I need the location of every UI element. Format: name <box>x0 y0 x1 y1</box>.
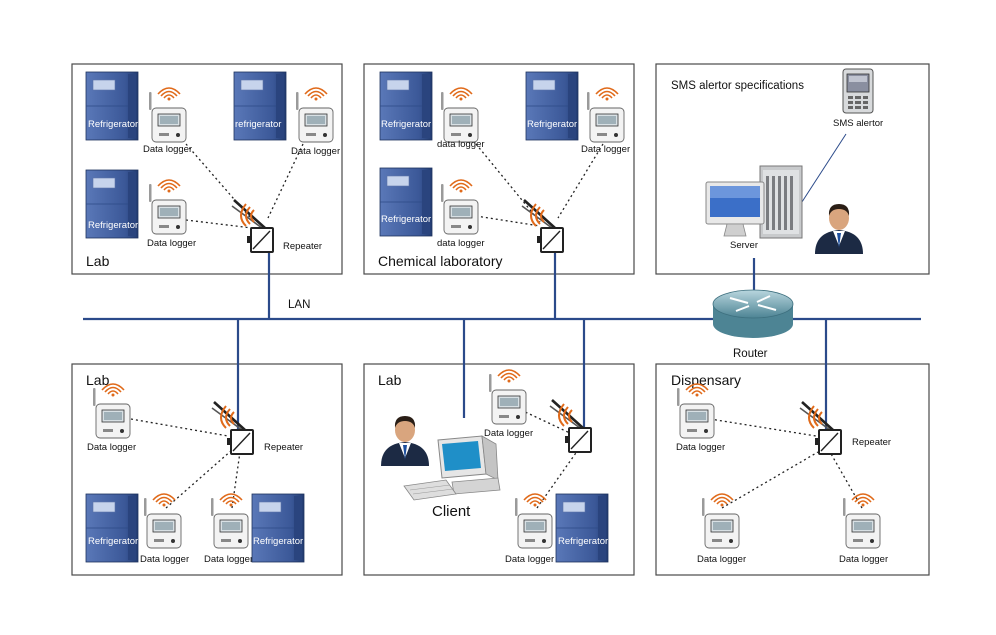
refrigerator-label: Refrigerator <box>253 536 303 547</box>
panel-title: Lab <box>86 372 110 388</box>
person-icon <box>381 416 429 466</box>
data-logger-icon <box>440 87 479 143</box>
data-logger-icon <box>295 87 334 143</box>
client-label: Client <box>432 503 471 520</box>
router-label: Router <box>733 348 768 360</box>
panel-title: Chemical laboratory <box>378 253 503 269</box>
refrigerator-icon <box>555 493 609 563</box>
panel-lab-bottom-left: Lab Repeater Data logger Refrigerator Da… <box>85 372 305 565</box>
repeater-icon <box>210 400 255 456</box>
server-label: Server <box>730 240 758 251</box>
refrigerator-label: Refrigerator <box>381 119 431 130</box>
repeater-icon <box>520 198 565 254</box>
refrigerator-label: Refrigerator <box>88 220 138 231</box>
data-logger-label: Data logger <box>87 442 136 453</box>
refrigerator-label: Refrigerator <box>88 119 138 130</box>
router-icon <box>712 289 794 338</box>
data-logger-icon <box>440 179 479 235</box>
data-logger-label: data logger <box>437 139 485 150</box>
panel-title: Lab <box>378 372 402 388</box>
data-logger-icon <box>92 383 131 439</box>
data-logger-label: Data logger <box>505 554 554 565</box>
refrigerator-label: refrigerator <box>235 119 281 130</box>
data-logger-label: Data logger <box>143 144 192 155</box>
server-icon <box>705 165 803 239</box>
data-logger-label: Data logger <box>839 554 888 565</box>
data-logger-label: data logger <box>437 238 485 249</box>
repeater-label: Repeater <box>283 241 322 252</box>
repeater-icon <box>798 400 843 456</box>
data-logger-icon <box>148 179 187 235</box>
data-logger-label: Data logger <box>140 554 189 565</box>
data-logger-label: Data logger <box>697 554 746 565</box>
sms-alertor-icon <box>842 68 874 114</box>
sms-alertor-label: SMS alertor <box>833 118 883 129</box>
data-logger-label: Data logger <box>291 146 340 157</box>
data-logger-label: Data logger <box>147 238 196 249</box>
data-logger-icon <box>676 383 715 439</box>
data-logger-label: Data logger <box>676 442 725 453</box>
panel-dispensary: Dispensary Data logger Repeater Data log… <box>671 372 891 565</box>
panel-sms-alertor: SMS alertor specifications SMS alertor <box>671 68 883 254</box>
panel-lab-bottom-mid: Lab Data logger Client Data logger Refri… <box>378 369 609 565</box>
refrigerator-label: Refrigerator <box>88 536 138 547</box>
panel-chemical-laboratory: Refrigerator data logger Refrigerator Da… <box>378 71 630 269</box>
refrigerator-icon <box>251 493 305 563</box>
data-logger-icon <box>143 493 182 549</box>
repeater-label: Repeater <box>852 437 891 448</box>
sms-link <box>799 133 847 206</box>
repeater-icon <box>230 198 275 254</box>
refrigerator-label: Refrigerator <box>381 214 431 225</box>
refrigerator-icon <box>85 493 139 563</box>
client-computer-icon <box>403 435 501 501</box>
person-icon <box>815 204 863 254</box>
repeater-label: Repeater <box>264 442 303 453</box>
refrigerator-label: Refrigerator <box>558 536 608 547</box>
refrigerator-icon <box>379 167 433 237</box>
data-logger-icon <box>842 493 881 549</box>
data-logger-icon <box>701 493 740 549</box>
data-logger-label: Data logger <box>581 144 630 155</box>
data-logger-icon <box>148 87 187 143</box>
panel-borders <box>71 63 930 576</box>
panel-lab-top: Refrigerator Data logger refrigerator Da… <box>85 71 340 269</box>
panel-title: Dispensary <box>671 372 741 388</box>
panel-title: Lab <box>86 253 110 269</box>
panel-title: SMS alertor specifications <box>671 80 804 92</box>
data-logger-label: Data logger <box>204 554 253 565</box>
data-logger-icon <box>586 87 625 143</box>
lan-label: LAN <box>288 299 310 311</box>
refrigerator-label: Refrigerator <box>527 119 577 130</box>
data-logger-icon <box>514 493 553 549</box>
data-logger-icon <box>488 369 527 425</box>
data-logger-label: Data logger <box>484 428 533 439</box>
data-logger-icon <box>210 493 249 549</box>
